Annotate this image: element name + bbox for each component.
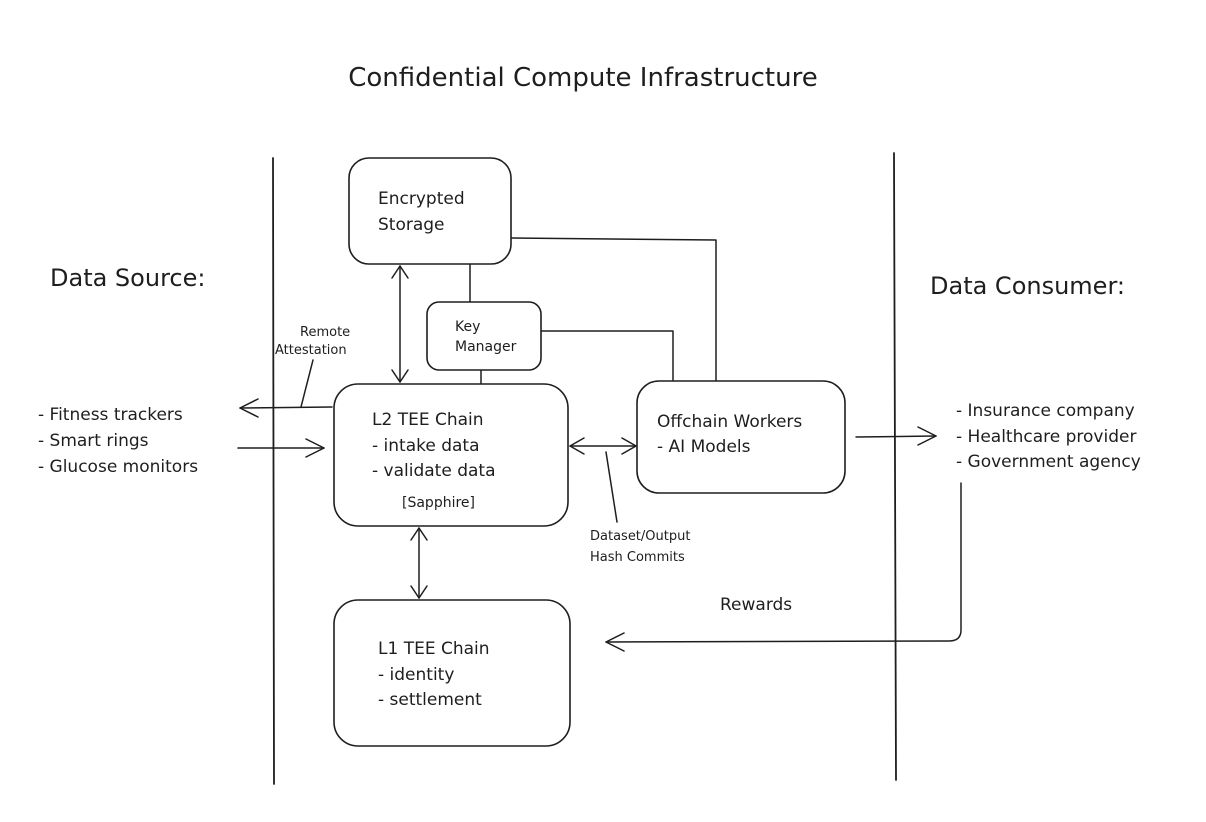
offchain-title: Offchain Workers <box>657 412 802 432</box>
attestation-arrow <box>239 359 333 418</box>
data-consumer-item: - Government agency <box>956 452 1141 472</box>
workers-to-consumer-arrow <box>855 426 937 446</box>
hash-commits-pointer <box>605 451 618 523</box>
encrypted-storage-label: Storage <box>378 215 445 235</box>
keymanager-to-workers-line <box>540 330 674 381</box>
key-manager-label: Manager <box>455 339 517 355</box>
l1-item: - identity <box>378 665 454 685</box>
data-source-list: - Fitness trackers - Smart rings - Gluco… <box>38 405 198 477</box>
l1-tee-chain-box: L1 TEE Chain - identity - settlement <box>333 599 571 747</box>
offchain-item: - AI Models <box>657 437 751 457</box>
rewards-label: Rewards <box>720 595 792 615</box>
l2-item: - validate data <box>372 461 496 481</box>
storage-to-workers-line <box>510 237 717 382</box>
data-source-item: - Glucose monitors <box>38 457 198 477</box>
key-manager-box: Key Manager <box>426 301 542 371</box>
offchain-workers-box: Offchain Workers - AI Models <box>636 380 846 494</box>
data-consumer-item: - Healthcare provider <box>956 427 1136 447</box>
data-source-item: - Fitness trackers <box>38 405 183 425</box>
storage-l2-double-arrow <box>391 265 409 383</box>
connectors <box>237 237 962 652</box>
l2-item: - intake data <box>372 436 480 456</box>
data-consumer-item: - Insurance company <box>956 401 1135 421</box>
key-manager-label: Key <box>455 319 480 335</box>
encrypted-storage-box: Encrypted Storage <box>348 157 512 265</box>
data-consumer-heading: Data Consumer: <box>930 272 1125 300</box>
encrypted-storage-label: Encrypted <box>378 189 465 209</box>
l2-tag: [Sapphire] <box>402 495 475 511</box>
diagram-title: Confidential Compute Infrastructure <box>348 63 817 93</box>
data-source-heading: Data Source: <box>50 264 205 292</box>
l2-workers-double-arrow <box>569 437 637 455</box>
data-consumer-list: - Insurance company - Healthcare provide… <box>956 401 1141 472</box>
l2-l1-double-arrow <box>410 527 428 599</box>
data-source-item: - Smart rings <box>38 431 149 451</box>
right-divider <box>893 152 897 781</box>
l1-title: L1 TEE Chain <box>378 639 490 659</box>
hash-commits-label: Dataset/Output <box>590 529 690 544</box>
left-divider <box>272 157 275 785</box>
rewards-arrow <box>605 482 962 652</box>
hash-commits-label: Hash Commits <box>590 550 685 565</box>
l2-tee-chain-box: L2 TEE Chain - intake data - validate da… <box>333 383 569 527</box>
remote-attestation-label: Attestation <box>275 343 347 358</box>
remote-attestation-label: Remote <box>300 325 350 340</box>
l1-item: - settlement <box>378 690 482 710</box>
source-to-l2-arrow <box>237 438 325 458</box>
l2-title: L2 TEE Chain <box>372 410 484 430</box>
